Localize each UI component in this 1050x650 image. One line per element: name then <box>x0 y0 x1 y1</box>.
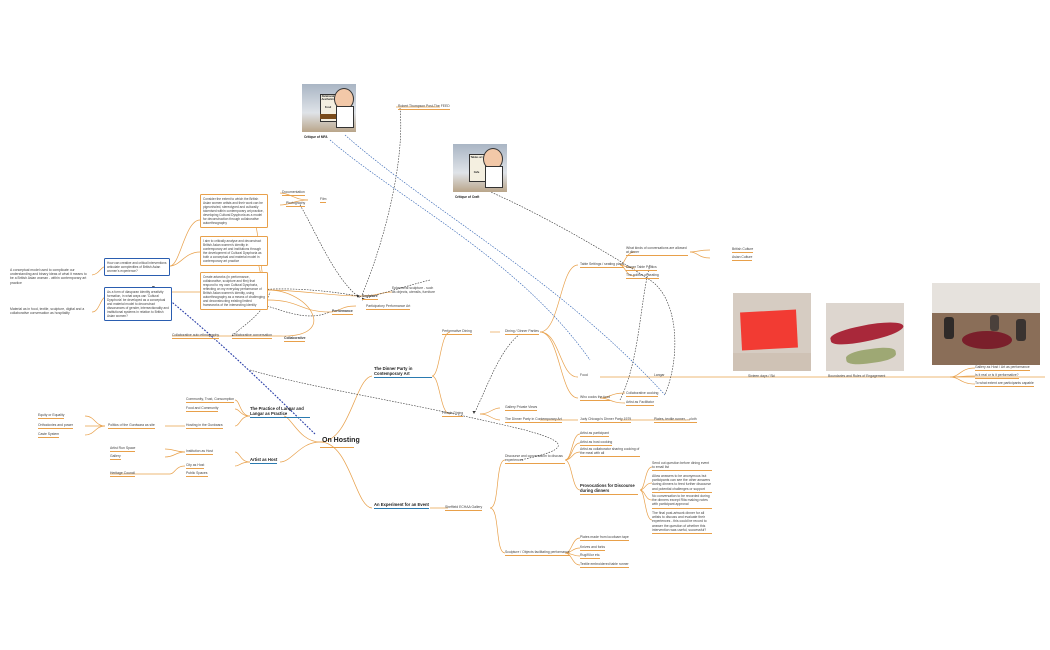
node-participatory[interactable]: Participatory Performance Art <box>366 304 411 311</box>
node-table-settings[interactable]: Table Settings / seating plans <box>580 262 625 269</box>
node-sheffield[interactable]: Sheffield ECHAA Gallery <box>445 505 483 512</box>
mfa-label-1: Relational Aesthetics <box>321 95 335 101</box>
node-conversations[interactable]: What kinds of conversations are allowed … <box>626 246 688 257</box>
photo-gallery-dinner <box>932 283 1040 365</box>
node-arts-council[interactable]: Heritage Council <box>110 471 136 478</box>
node-gallery-host[interactable]: Gallery as Host / Art as performance <box>975 365 1030 372</box>
cultural-dysphoria-definition[interactable]: A conceptual model used to complicate ou… <box>10 268 87 285</box>
central-underline <box>320 447 354 448</box>
caption-critique-mfa: Critique of MFA <box>304 135 328 139</box>
branch-dinner-party[interactable]: The Dinner Party in Contemporary Art <box>374 366 432 378</box>
node-hosting-gurdwara[interactable]: Hosting in the Gurdwara <box>186 423 223 430</box>
node-discourse[interactable]: Discourse and conversation to discuss ex… <box>505 454 565 465</box>
node-orthodoxies[interactable]: Orthodoxies and power <box>38 423 74 430</box>
branch-langar[interactable]: The Practice of Langar and Langar as Pra… <box>250 406 310 418</box>
node-artist-run[interactable]: Artist Run Space <box>110 446 136 453</box>
node-is-it-real[interactable]: Is it real or is it performative? <box>975 373 1019 380</box>
node-food[interactable]: Food <box>580 373 588 377</box>
node-dinner-table[interactable]: Dinner Table Politics <box>626 265 657 272</box>
node-dinner-parties[interactable]: Dining / Dinner Parties <box>505 329 539 336</box>
node-textile[interactable]: Textile embroidered table runner <box>580 562 629 569</box>
node-artist-collab[interactable]: Artist as collaborator sharing cooking o… <box>580 447 640 458</box>
node-rug[interactable]: Rug/Kilor etc. <box>580 553 601 560</box>
node-documentation[interactable]: Documentation <box>282 190 305 197</box>
craft-label-1: Tables art <box>470 156 483 159</box>
photo-floor-runner <box>826 303 904 371</box>
node-plate[interactable]: Plates made from locofoam tape <box>580 535 629 542</box>
critique-mfa-image: Relational Aesthetics Food <box>302 84 356 132</box>
material-definition[interactable]: Material as in food, textile, sculpture,… <box>10 307 85 316</box>
research-question-2[interactable]: As a form of diasporan identity creativi… <box>104 287 172 321</box>
node-dinner-party-contemporary[interactable]: The Dinner Party in Contemporary Art <box>505 417 562 424</box>
aim-box-1[interactable]: Consider the extent to which the British… <box>200 194 268 228</box>
node-provocation-2[interactable]: Allow answers to be anonymous but partic… <box>652 474 712 493</box>
caption-sixteen-days: Sixteen days / Ski <box>748 374 775 378</box>
node-collaborative[interactable]: Collaborative <box>284 336 306 343</box>
branch-artist-host[interactable]: Artist as Host <box>250 457 278 464</box>
caption-critique-craft: Critique of Craft <box>455 195 480 199</box>
node-performative-dining[interactable]: Performative Dining <box>442 329 472 336</box>
node-artist-facilitator[interactable]: Artist as Facilitator <box>626 400 654 407</box>
node-artist-host-cooking[interactable]: Artist as host cooking <box>580 440 613 447</box>
node-sculpture[interactable]: Sculpture <box>362 294 378 301</box>
node-provocation-3[interactable]: No conversation to be recorded during th… <box>652 494 712 509</box>
aim-box-2[interactable]: I aim to critically analyse and deconstr… <box>200 236 268 266</box>
node-participants-capture[interactable]: To what extent are participants capable <box>975 381 1034 388</box>
node-collab-ethno[interactable]: Collaborative auto ethnography <box>172 333 220 340</box>
aim-box-3[interactable]: Create artworks (in performance, collabo… <box>200 272 268 310</box>
node-british-culture[interactable]: British Culture <box>732 247 754 254</box>
node-provocation-4[interactable]: The final post-artwork dinner for all ar… <box>652 511 712 535</box>
node-public-spaces[interactable]: Public Spaces <box>186 471 208 478</box>
node-city[interactable]: City as Host <box>186 463 205 470</box>
node-collab-cooking[interactable]: Collaborative cooking <box>626 391 659 398</box>
photo-red-cloth <box>733 293 811 371</box>
node-photography[interactable]: Photography <box>286 201 306 208</box>
node-provocation-1[interactable]: Send out question before dining event to… <box>652 461 712 472</box>
node-private-dining[interactable]: Private Dining <box>442 411 464 418</box>
node-community[interactable]: Community, Trust, Consumption <box>186 397 235 404</box>
node-who-cooks[interactable]: Who cooks the food <box>580 395 610 402</box>
central-topic[interactable]: On Hosting <box>322 437 360 444</box>
node-performance[interactable]: Performance <box>332 309 353 316</box>
craft-label-2: Cafe <box>473 171 480 174</box>
node-equality[interactable]: Equity or Equality <box>38 413 65 420</box>
node-institution[interactable]: Institution as Host <box>186 449 213 456</box>
node-politics-gurdwara[interactable]: Politics of the Gurdwara as site <box>108 423 155 430</box>
node-sculptures[interactable]: Sculpture / Objects facilitating perform… <box>505 550 570 557</box>
node-knives[interactable]: Knives and forks <box>580 545 606 552</box>
node-langar[interactable]: Langar <box>654 373 665 377</box>
branch-experiment[interactable]: An Experiment for an Event <box>374 502 429 509</box>
node-politics-seating[interactable]: The politics of seating <box>626 273 659 280</box>
node-artist-participant[interactable]: Artist as participant <box>580 431 609 438</box>
caption-boundaries: Boundaries and Rules of Engagement <box>828 374 886 378</box>
node-caste[interactable]: Caste System <box>38 432 60 439</box>
node-plates-textile[interactable]: Plates, textile runner, ...cloth <box>654 417 697 424</box>
node-provocations[interactable]: Provocations for Discourse during dinner… <box>580 483 638 495</box>
node-gallery[interactable]: Gallery <box>110 454 121 461</box>
node-asian-culture[interactable]: Asian Culture <box>732 255 753 262</box>
node-robert[interactable]: Robert Thompson Post-The FEED <box>398 104 450 111</box>
node-food-community[interactable]: Food and Community <box>186 406 219 413</box>
node-film[interactable]: Film <box>320 197 327 204</box>
node-collab-conv[interactable]: Collaborative conversation <box>232 333 272 340</box>
mfa-label-2: Food <box>324 106 332 109</box>
critique-craft-image: Tables art Cafe <box>453 144 507 192</box>
node-judy-chicago[interactable]: Judy Chicago's Dinner Party 1979 <box>580 417 632 424</box>
research-question-1[interactable]: How can creative and critical interventi… <box>104 258 170 276</box>
node-gallery-private-views[interactable]: Gallery Private Views <box>505 405 538 412</box>
node-ephemeral[interactable]: Ephemeral sculpture - such as objects, u… <box>392 286 435 295</box>
